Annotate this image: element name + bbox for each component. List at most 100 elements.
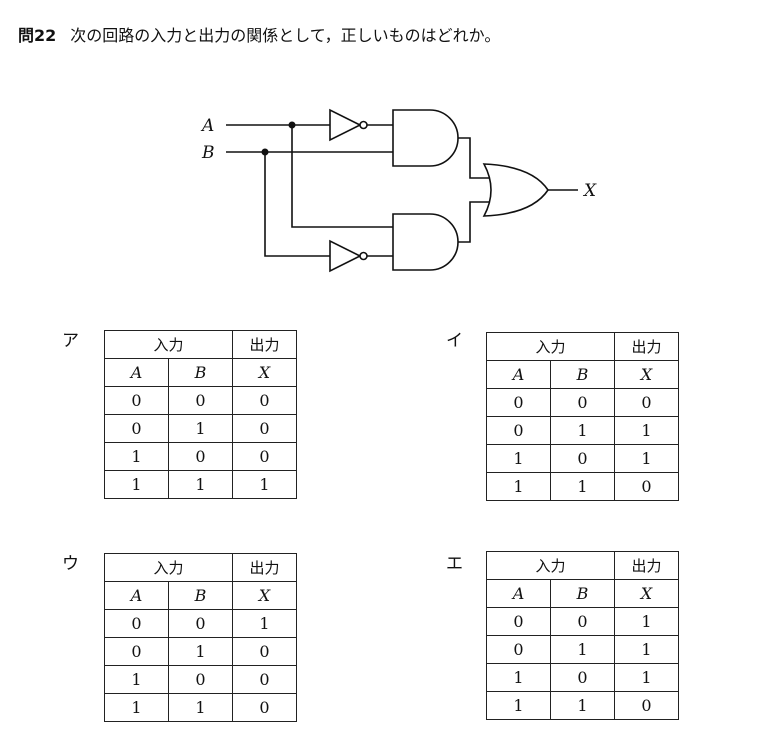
table-cell: 0 [232,386,297,415]
col-a: A [486,360,551,389]
wire-and-lower-out [458,201,490,243]
wire-and-upper-out [458,137,490,179]
or-gate [482,163,549,217]
table-cell: 1 [486,444,551,473]
table-cell: 1 [168,637,233,666]
wire-b-branch [264,152,330,257]
table-cell: 1 [614,635,679,664]
header-output: 出力 [614,551,679,580]
option-label-e: エ [446,554,463,574]
col-b: B [168,581,233,610]
table-cell: 1 [168,414,233,443]
option-label-u: ウ [62,554,79,574]
table-cell: 0 [104,637,169,666]
and-gate-lower [392,213,459,271]
col-x: X [614,360,679,389]
table-cell: 1 [104,442,169,471]
col-b: B [550,579,615,608]
header-input: 入力 [486,332,615,361]
table-cell: 0 [486,607,551,636]
col-a: A [486,579,551,608]
table-cell: 1 [486,663,551,692]
header-input: 入力 [104,553,233,582]
table-cell: 1 [168,470,233,499]
col-b: B [550,360,615,389]
table-cell: 0 [550,388,615,417]
and-gate-upper [392,109,459,167]
input-b-label: B [201,143,215,163]
table-cell: 1 [614,416,679,445]
logic-circuit-diagram: A B X [200,108,597,273]
table-cell: 1 [614,663,679,692]
col-a: A [104,358,169,387]
table-cell: 0 [232,665,297,694]
table-cell: 0 [614,472,679,501]
table-cell: 0 [168,386,233,415]
table-cell: 0 [486,635,551,664]
table-cell: 1 [550,691,615,720]
table-cell: 1 [104,665,169,694]
table-cell: 0 [104,386,169,415]
col-b: B [168,358,233,387]
col-x: X [232,581,297,610]
table-cell: 1 [614,444,679,473]
table-cell: 1 [486,472,551,501]
table-cell: 0 [614,388,679,417]
wire-a-branch [291,125,393,228]
table-cell: 0 [486,416,551,445]
col-x: X [614,579,679,608]
header-input: 入力 [486,551,615,580]
table-cell: 1 [614,607,679,636]
option-label-i: イ [446,331,463,351]
table-cell: 0 [486,388,551,417]
not-gate-upper [329,108,362,142]
table-cell: 1 [486,691,551,720]
header-output: 出力 [232,553,297,582]
table-cell: 0 [232,414,297,443]
table-cell: 1 [104,470,169,499]
table-cell: 0 [232,442,297,471]
table-cell: 0 [104,414,169,443]
not-bubble-lower [359,251,368,261]
table-cell: 0 [168,609,233,638]
table-cell: 0 [232,693,297,722]
table-cell: 1 [550,416,615,445]
table-cell: 0 [104,609,169,638]
table-cell: 0 [168,665,233,694]
table-cell: 1 [232,470,297,499]
header-output: 出力 [614,332,679,361]
table-cell: 1 [168,693,233,722]
header-output: 出力 [232,330,297,359]
table-cell: 0 [168,442,233,471]
table-cell: 0 [550,663,615,692]
col-a: A [104,581,169,610]
header-input: 入力 [104,330,233,359]
question-text: 次の回路の入力と出力の関係として，正しいものはどれか。 [70,26,501,45]
input-a-label: A [200,116,214,136]
not-gate-lower [329,239,362,273]
table-cell: 0 [550,607,615,636]
table-cell: 0 [614,691,679,720]
junction-b [261,148,269,156]
table-cell: 1 [232,609,297,638]
